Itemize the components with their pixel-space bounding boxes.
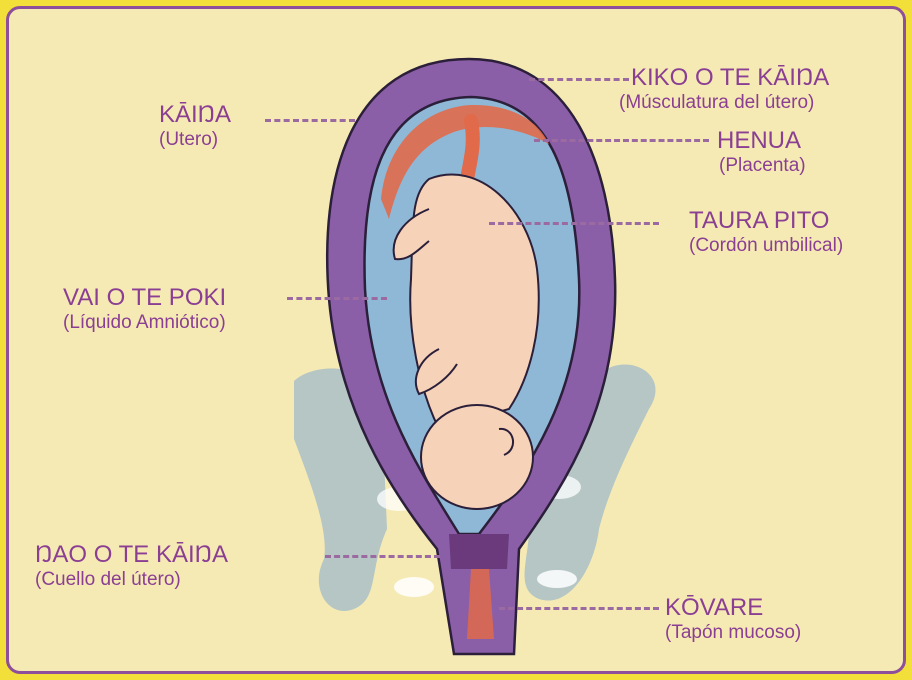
leader-line-henua	[534, 139, 709, 142]
diagram-frame: KIKO O TE KĀIŊA (Músculatura del útero) …	[6, 6, 906, 674]
label-taura: TAURA PITO (Cordón umbilical)	[689, 207, 843, 257]
leader-line-kovare	[499, 607, 659, 610]
label-taura-sub: (Cordón umbilical)	[689, 235, 843, 257]
leader-line-nao	[325, 555, 440, 558]
label-henua-sub: (Placenta)	[719, 155, 806, 177]
fetus-head	[421, 405, 533, 509]
pelvis-hole	[394, 577, 434, 597]
label-henua-main: HENUA	[717, 127, 806, 155]
label-nao-main: ŊAO O TE KĀIŊA	[35, 541, 228, 569]
leader-line-kaina	[265, 119, 355, 122]
label-kovare: KŌVARE (Tapón mucoso)	[665, 594, 801, 644]
pelvis-hole	[537, 570, 577, 588]
label-kiko: KIKO O TE KĀIŊA (Músculatura del útero)	[631, 64, 829, 114]
label-vai: VAI O TE POKI (Líquido Amniótico)	[63, 284, 226, 334]
label-kaina-main: KĀIŊA	[159, 101, 231, 129]
label-vai-main: VAI O TE POKI	[63, 284, 226, 312]
label-vai-sub: (Líquido Amniótico)	[63, 312, 226, 334]
label-kovare-sub: (Tapón mucoso)	[665, 622, 801, 644]
label-kiko-main: KIKO O TE KĀIŊA	[631, 64, 829, 92]
label-nao: ŊAO O TE KĀIŊA (Cuello del útero)	[35, 541, 228, 591]
cervix	[449, 534, 509, 569]
label-kiko-sub: (Músculatura del útero)	[619, 92, 829, 114]
leader-line-taura	[489, 222, 659, 225]
label-kaina: KĀIŊA (Utero)	[159, 101, 231, 151]
label-kaina-sub: (Utero)	[159, 129, 231, 151]
label-nao-sub: (Cuello del útero)	[35, 569, 228, 591]
label-henua: HENUA (Placenta)	[717, 127, 806, 177]
label-taura-main: TAURA PITO	[689, 207, 843, 235]
leader-line-vai	[287, 297, 387, 300]
leader-line-kiko	[529, 78, 629, 81]
label-kovare-main: KŌVARE	[665, 594, 801, 622]
